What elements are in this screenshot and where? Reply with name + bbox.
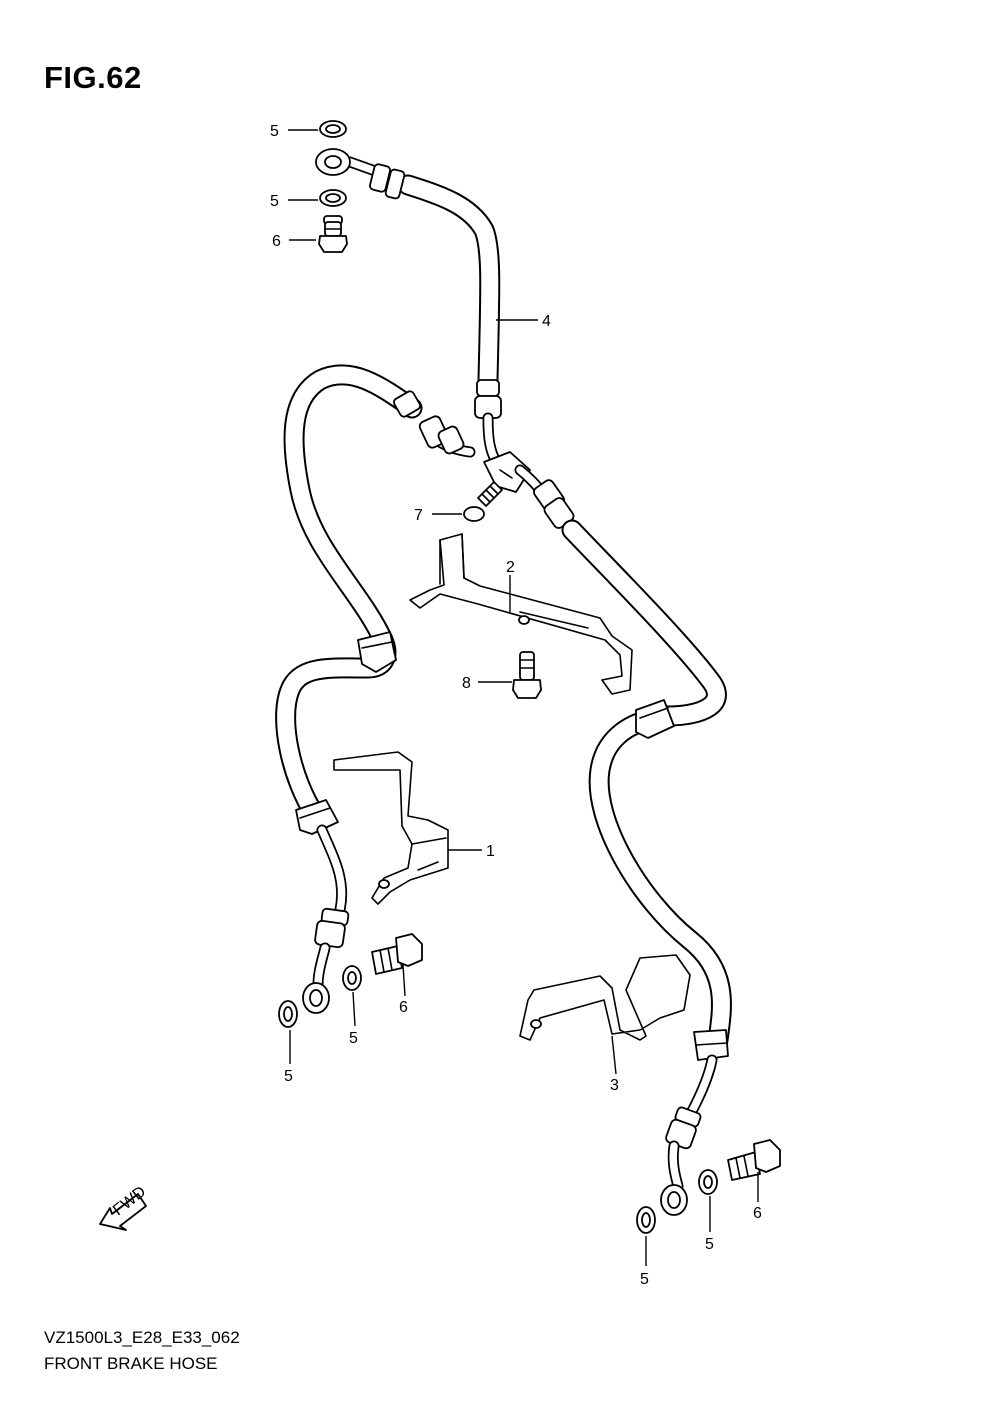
banjo-fitting-left (302, 982, 330, 1014)
clamp-2 (409, 533, 633, 695)
callout-1: 1 (486, 843, 495, 860)
callout-5: 5 (349, 1030, 358, 1047)
callout-6: 6 (272, 233, 281, 250)
callout-5: 5 (270, 193, 279, 210)
callout-2: 2 (506, 559, 515, 576)
callout-6: 6 (753, 1205, 762, 1222)
banjo-bolt-6-right (727, 1139, 781, 1181)
callout-4: 4 (542, 313, 551, 330)
bolt-8 (512, 651, 542, 699)
callout-8: 8 (462, 675, 471, 692)
banjo-fitting-right (660, 1184, 688, 1216)
washer-5-right-b (698, 1169, 718, 1195)
clamp-3 (519, 954, 691, 1041)
callout-5: 5 (705, 1236, 714, 1253)
callout-5: 5 (270, 123, 279, 140)
banjo-bolt-6-top (318, 215, 348, 253)
banjo-fitting-top (315, 148, 351, 176)
hose-4 (344, 156, 502, 468)
clamp-1 (333, 751, 449, 905)
washer-5-right-a (636, 1206, 656, 1234)
callout-3: 3 (610, 1077, 619, 1094)
washer-5-left-a (278, 1000, 298, 1028)
bolt-7 (463, 481, 503, 522)
washer-5-top-a (319, 120, 347, 138)
callout-7: 7 (414, 507, 423, 524)
washer-5-left-b (342, 965, 362, 991)
leader-lines (288, 129, 759, 1266)
hose-right (514, 464, 732, 1192)
callout-6: 6 (399, 999, 408, 1016)
model-code: VZ1500L3_E28_E33_062 (44, 1328, 240, 1347)
callout-5: 5 (284, 1068, 293, 1085)
figure-title: FIG.62 (44, 60, 142, 95)
callout-5: 5 (640, 1271, 649, 1288)
washer-5-top-b (319, 189, 347, 207)
hose-left (275, 364, 476, 991)
figure-name: FRONT BRAKE HOSE (44, 1354, 218, 1373)
fwd-arrow-icon: FWD (99, 1183, 149, 1231)
banjo-bolt-6-left (371, 933, 423, 975)
